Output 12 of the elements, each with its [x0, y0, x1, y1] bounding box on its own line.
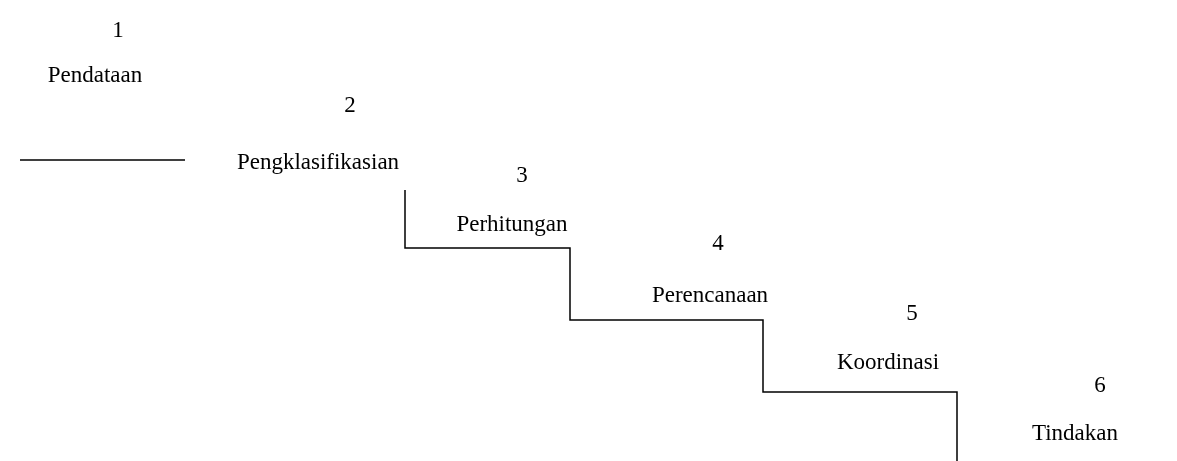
- step-label: Perhitungan: [456, 211, 568, 237]
- step-number: 2: [344, 92, 356, 118]
- step-number: 5: [906, 300, 918, 326]
- step-number: 3: [516, 162, 528, 188]
- step-label: Tindakan: [1031, 420, 1119, 446]
- step-label: Pengklasifikasian: [236, 149, 400, 175]
- step-label: Pendataan: [47, 62, 143, 88]
- step-number: 1: [112, 17, 124, 43]
- step-number: 4: [712, 230, 724, 256]
- step-label: Koordinasi: [836, 349, 940, 375]
- step-number: 6: [1094, 372, 1106, 398]
- step-label: Perencanaan: [651, 282, 769, 308]
